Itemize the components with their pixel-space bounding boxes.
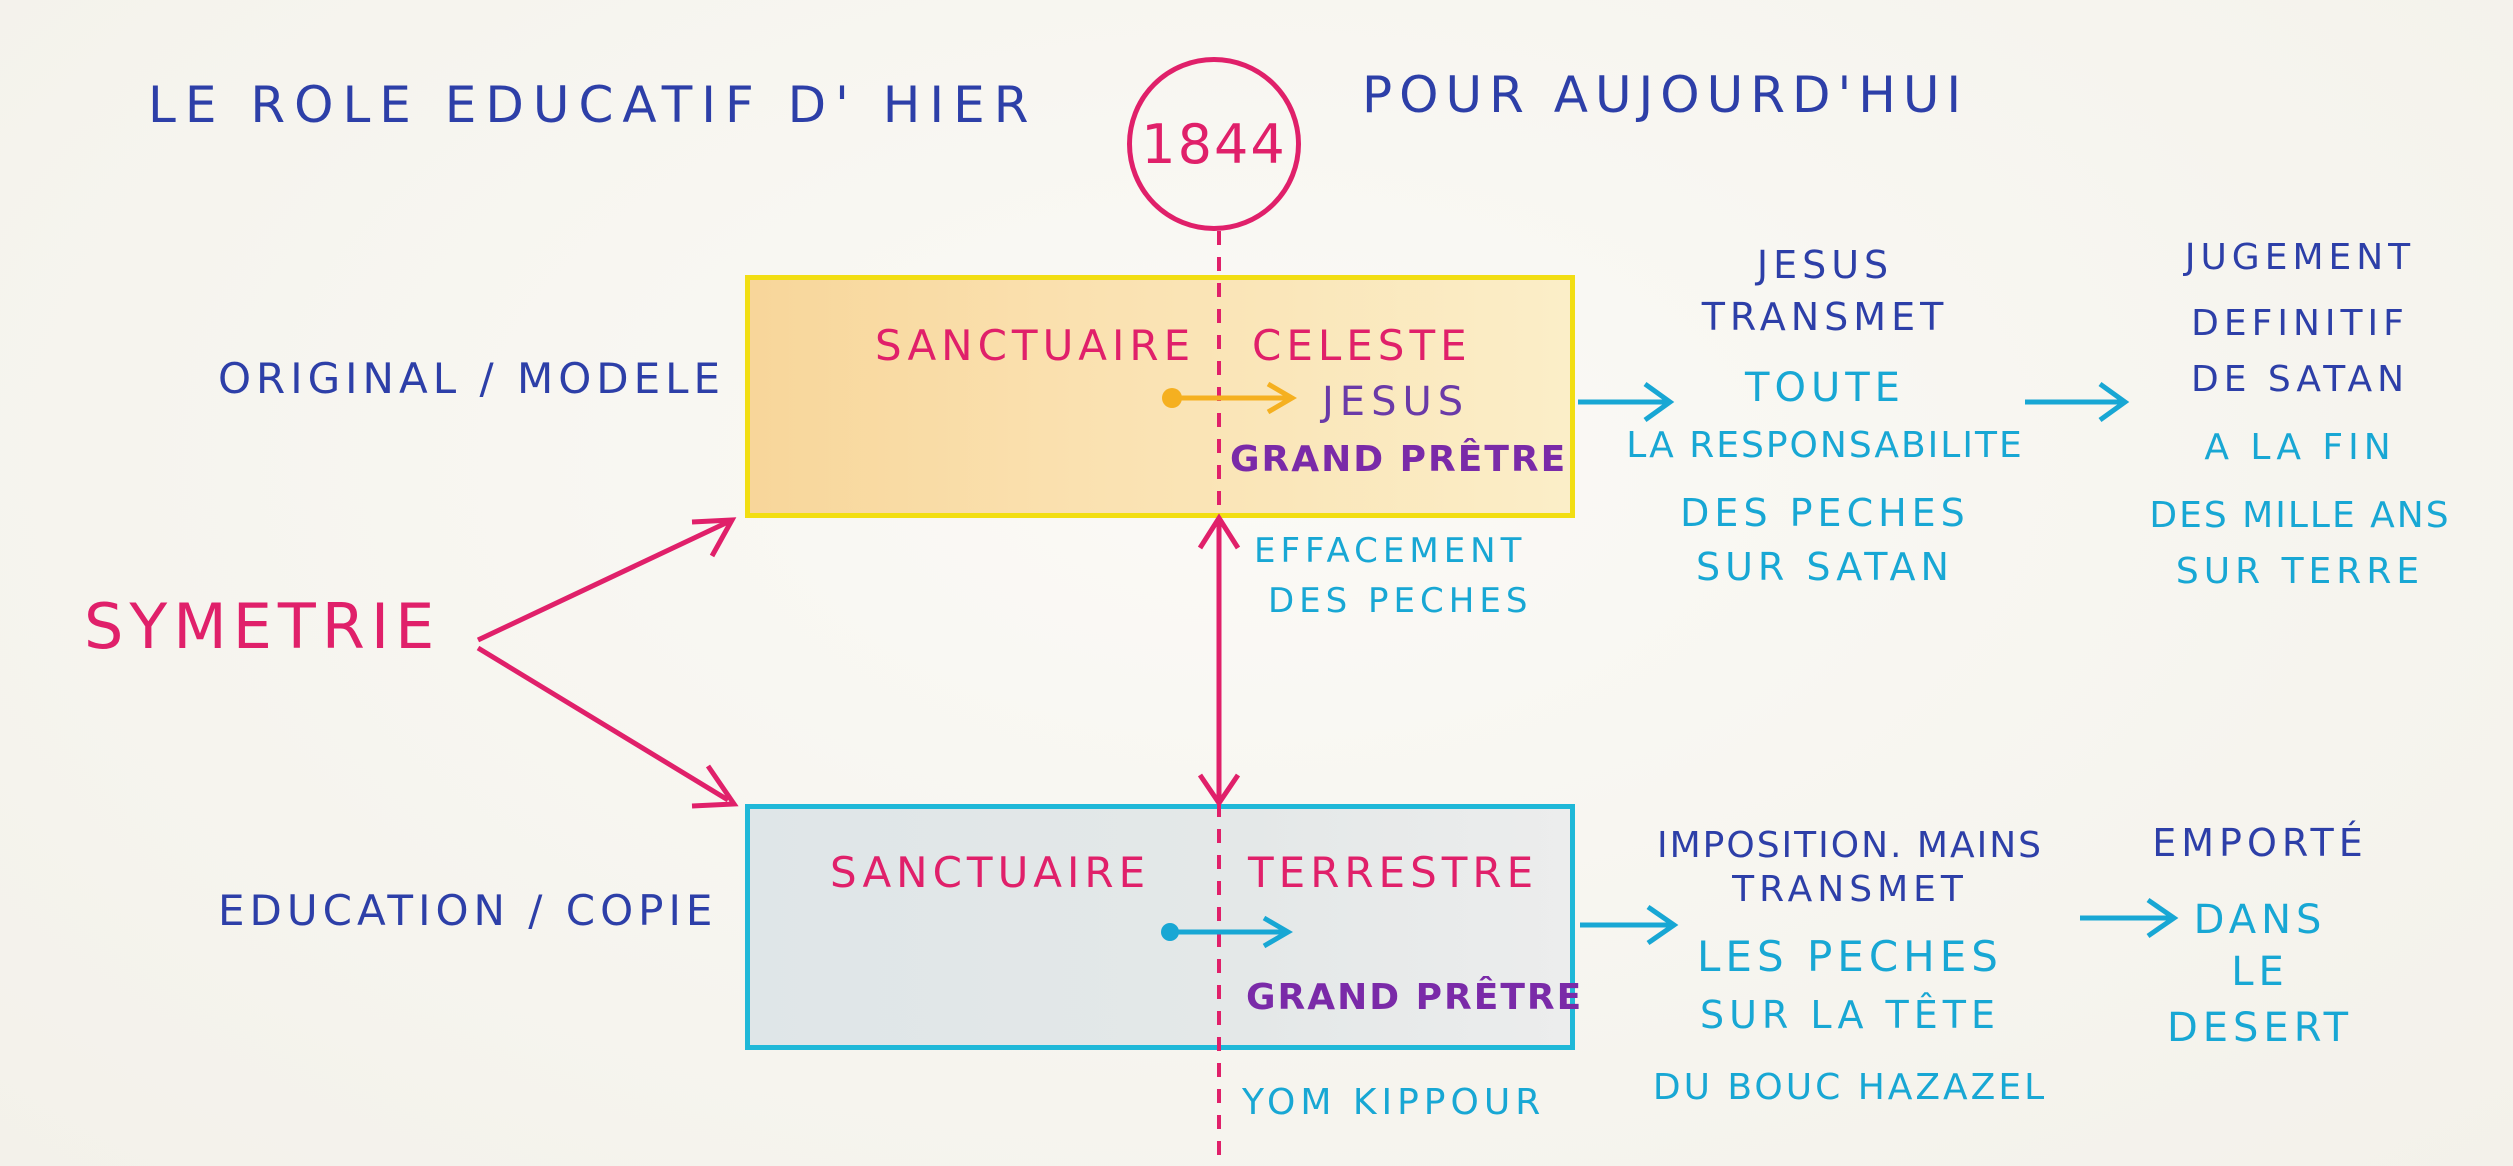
year-label: 1844 bbox=[1141, 112, 1287, 176]
symetrie-arrow-up bbox=[691, 517, 737, 558]
terrestre-step1-line1: IMPOSITION. MAINS bbox=[1656, 825, 2044, 866]
celeste-step2-line4: A LA FIN bbox=[2204, 427, 2396, 468]
symetrie-branch-up bbox=[476, 519, 730, 643]
celeste-step2-line6: SUR TERRE bbox=[2175, 551, 2425, 592]
symetrie-arrow-down bbox=[691, 764, 739, 809]
header-right-title: POUR AUJOURD'HUI bbox=[1362, 66, 1969, 124]
celeste-step1-line2: TRANSMET bbox=[1701, 295, 1949, 339]
sanctuaire-terrestre-box bbox=[745, 804, 1575, 1050]
symetrie-branch-down bbox=[476, 645, 730, 803]
sanctuaire-celeste-box bbox=[745, 275, 1575, 518]
terrestre-step2-line2: DANS bbox=[2193, 897, 2327, 943]
terrestre-step2-line3: LE bbox=[2231, 949, 2289, 995]
celeste-jesus: JESUS bbox=[1322, 379, 1470, 425]
header-left-title: LE ROLE EDUCATIF D' HIER bbox=[148, 76, 1038, 134]
celeste-step2-line1: JUGEMENT bbox=[2184, 237, 2416, 278]
terrestre-step1-line4: SUR LA TÊTE bbox=[1700, 993, 2000, 1037]
celeste-inner-arrowhead bbox=[1266, 381, 1297, 415]
label-symetrie: SYMETRIE bbox=[84, 590, 441, 663]
sanctuary-link-arrow-up bbox=[1197, 513, 1241, 550]
terrestre-below: YOM KIPPOUR bbox=[1242, 1082, 1546, 1123]
celeste-step2-line2: DEFINITIF bbox=[2191, 303, 2409, 344]
celeste-step1-line3: TOUTE bbox=[1745, 365, 1905, 411]
celeste-step2-line5: DES MILLE ANS bbox=[2149, 495, 2451, 536]
label-education-copie: EDUCATION / COPIE bbox=[218, 886, 718, 935]
celeste-title-right: CELESTE bbox=[1252, 321, 1472, 370]
terrestre-inner-arrowhead bbox=[1262, 915, 1293, 949]
terrestre-arrow-1-head bbox=[1646, 904, 1679, 946]
label-original-modele: ORIGINAL / MODELE bbox=[218, 354, 726, 403]
celeste-below-2: DES PECHES bbox=[1268, 581, 1533, 621]
terrestre-title-left: SANCTUAIRE bbox=[830, 848, 1151, 897]
celeste-arrow-2-head bbox=[2098, 381, 2130, 423]
terrestre-step1-line2: TRANSMET bbox=[1732, 869, 1968, 910]
celeste-grand-pretre: GRAND PRÊTRE bbox=[1230, 439, 1568, 480]
year-circle: 1844 bbox=[1127, 57, 1301, 231]
sanctuary-link-arrow-down bbox=[1197, 773, 1241, 808]
terrestre-step2-line4: DESERT bbox=[2166, 1005, 2354, 1051]
celeste-step1-line4: LA RESPONSABILITE bbox=[1626, 425, 2024, 466]
celeste-step1-line1: JESUS bbox=[1756, 243, 1894, 287]
terrestre-arrow-2-head bbox=[2146, 897, 2179, 939]
celeste-step2-line3: DE SATAN bbox=[2190, 359, 2409, 400]
terrestre-step1-line3: LES PECHES bbox=[1697, 932, 2003, 981]
terrestre-grand-pretre: GRAND PRÊTRE bbox=[1246, 977, 1584, 1018]
celeste-step1-line5: DES PECHES bbox=[1680, 491, 1970, 535]
celeste-title-left: SANCTUAIRE bbox=[875, 321, 1196, 370]
terrestre-step1-line5: DU BOUC HAZAZEL bbox=[1652, 1067, 2048, 1108]
celeste-below-1: EFFACEMENT bbox=[1254, 531, 1527, 571]
terrestre-step2-line1: EMPORTÉ bbox=[2152, 821, 2368, 865]
celeste-arrow-1-head bbox=[1643, 381, 1675, 423]
celeste-step1-line6: SUR SATAN bbox=[1696, 545, 1954, 589]
terrestre-title-right: TERRESTRE bbox=[1248, 848, 1539, 897]
